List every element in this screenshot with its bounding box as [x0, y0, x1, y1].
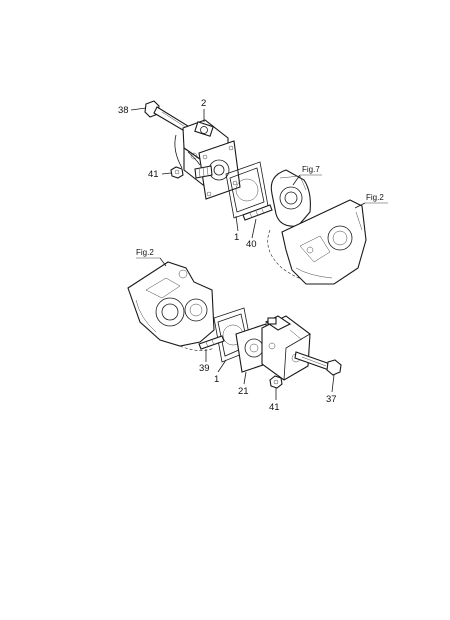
lower-assembly: [127, 257, 342, 389]
fig2-housing-left: [127, 257, 215, 351]
callout-37: 37: [326, 394, 337, 405]
callout-39: 39: [199, 363, 210, 374]
callout-21: 21: [238, 386, 249, 397]
callout-1-lower: 1: [214, 374, 219, 385]
ref-fig2-right: Fig.2: [366, 193, 384, 202]
stud-39: [198, 335, 225, 350]
callout-labels: 38 2 41 1 40 39 1 21 41 37: [118, 98, 337, 413]
figure-references: Fig.7 Fig.2 Fig.2: [136, 165, 384, 257]
nut-41-lower: [269, 375, 283, 389]
callout-38: 38: [118, 105, 129, 116]
nut-41-upper: [170, 166, 184, 179]
callout-40: 40: [246, 239, 257, 250]
upper-leaders: [130, 107, 257, 239]
lower-leaders: [205, 349, 335, 400]
callout-2: 2: [201, 98, 206, 109]
fig2-housing-right: [267, 199, 388, 285]
motor-body: [261, 315, 311, 381]
upper-assembly: [144, 100, 388, 285]
stud-40: [242, 204, 273, 221]
pump-flange: [198, 140, 241, 200]
pump-shaft: [194, 165, 213, 179]
bolt-37: [294, 351, 342, 376]
callout-1-upper: 1: [234, 232, 239, 243]
callout-41-upper: 41: [148, 169, 159, 180]
ref-fig2-left: Fig.2: [136, 248, 154, 257]
callout-41-lower: 41: [269, 402, 280, 413]
ref-fig7: Fig.7: [302, 165, 320, 174]
fig7-adapter-plate: [270, 169, 322, 227]
